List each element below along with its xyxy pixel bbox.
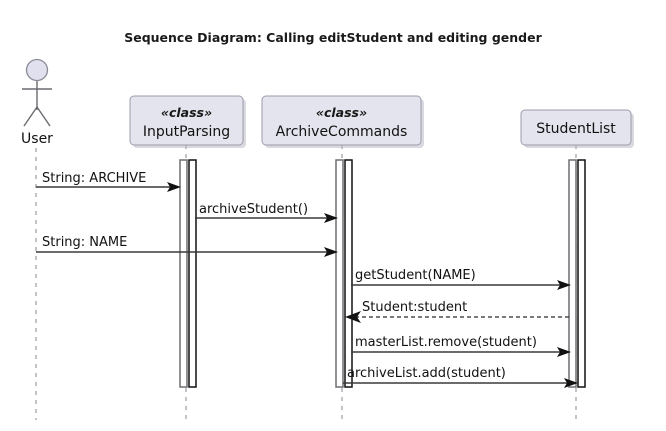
- activation-bar-studentlist-inner: [577, 159, 586, 388]
- message-label: getStudent(NAME): [355, 268, 476, 283]
- message-arrowhead-icon: [167, 182, 181, 192]
- message-3-string-name[interactable]: String: NAME: [36, 235, 338, 257]
- message-1-string-archive[interactable]: String: ARCHIVE: [36, 171, 181, 192]
- participant-label: StudentList: [536, 121, 616, 137]
- actor-label: User: [21, 131, 53, 147]
- activation-bar-archivecommands-inner: [344, 159, 353, 388]
- participant-box: [520, 109, 632, 146]
- message-label: archiveStudent(): [199, 202, 308, 217]
- activation-bar-studentlist-outer: [568, 159, 577, 388]
- activation-bar-archivecommands-outer: [335, 159, 344, 388]
- message-arrowhead-icon: [564, 378, 578, 388]
- message-7-archivelist-add[interactable]: archiveList.add(student): [343, 366, 578, 388]
- participant-archivecommands[interactable]: «class» ArchiveCommands: [261, 95, 424, 148]
- participant-label: InputParsing: [143, 124, 230, 140]
- participant-inputparsing[interactable]: «class» InputParsing: [129, 95, 246, 148]
- message-arrowhead-icon: [324, 247, 338, 257]
- actor-leg-left-icon: [23, 106, 38, 127]
- participant-stereotype: «class»: [316, 105, 367, 120]
- message-label: String: ARCHIVE: [42, 171, 146, 186]
- participant-stereotype: «class»: [161, 105, 212, 120]
- message-6-masterlist-remove[interactable]: masterList.remove(student): [351, 335, 571, 357]
- participant-studentlist[interactable]: StudentList: [520, 109, 634, 148]
- actor-leg-right-icon: [36, 106, 51, 127]
- message-4-getstudent[interactable]: getStudent(NAME): [351, 268, 571, 290]
- message-arrowhead-icon: [557, 347, 571, 357]
- actor-user[interactable]: User: [21, 58, 53, 148]
- message-5-student-return[interactable]: Student:student: [345, 300, 569, 323]
- message-arrowhead-icon: [557, 280, 571, 290]
- message-arrowhead-icon: [324, 213, 338, 223]
- participant-box: [129, 95, 244, 146]
- actor-head-icon: [25, 58, 49, 82]
- participant-box: [261, 95, 422, 146]
- participant-label: ArchiveCommands: [276, 124, 408, 140]
- message-label: Student:student: [362, 300, 467, 315]
- activation-bar-inputparsing-outer: [179, 159, 188, 388]
- activation-bar-inputparsing-inner: [188, 159, 197, 388]
- message-label: archiveList.add(student): [347, 366, 506, 381]
- message-label: masterList.remove(student): [355, 335, 537, 350]
- message-2-archivestudent[interactable]: archiveStudent(): [195, 202, 338, 223]
- message-label: String: NAME: [42, 235, 127, 250]
- message-arrowhead-icon: [345, 311, 361, 323]
- page-title: Sequence Diagram: Calling editStudent an…: [124, 30, 542, 45]
